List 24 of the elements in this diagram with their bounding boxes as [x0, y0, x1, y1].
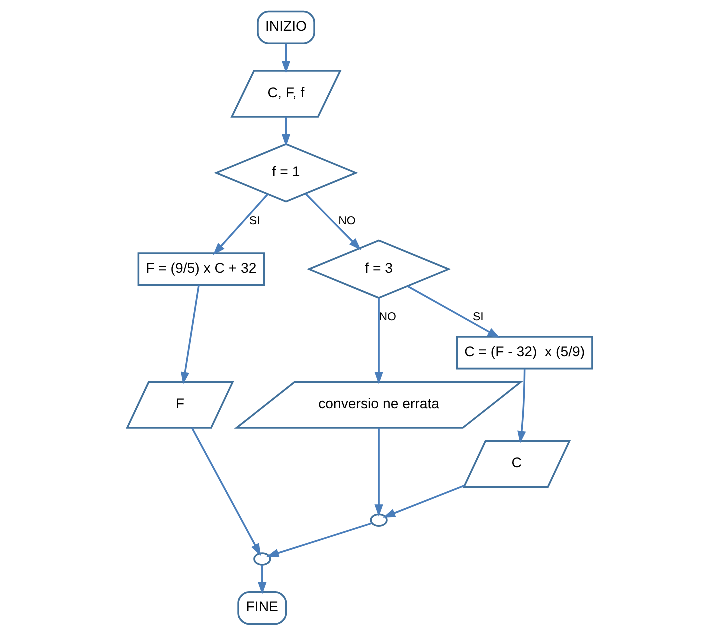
arrow — [382, 484, 465, 518]
arrow — [180, 285, 200, 385]
edge-label: SI — [472, 312, 484, 324]
node-circle — [253, 552, 271, 566]
arrow — [212, 194, 268, 256]
node-diamond: f = 1 — [214, 143, 358, 203]
edge-label: NO — [338, 215, 356, 228]
arrow — [190, 428, 261, 556]
node-box: F = (9/5) x C + 32 — [137, 252, 265, 286]
edge-label: SI — [248, 215, 260, 228]
arrow — [517, 368, 526, 444]
arrow — [258, 565, 266, 595]
arrow — [374, 428, 383, 517]
edge-label: NO — [378, 312, 396, 324]
node-box: FINE — [237, 592, 287, 626]
arrow — [266, 522, 372, 558]
arrow — [304, 193, 361, 250]
node-circle — [370, 514, 388, 527]
arrow — [374, 298, 383, 385]
arrow — [281, 44, 290, 74]
node-box: C = (F - 32) x (5/9) — [456, 336, 593, 370]
node-box: INIZIO — [256, 10, 315, 44]
arrow — [406, 286, 500, 338]
arrow — [281, 117, 290, 147]
